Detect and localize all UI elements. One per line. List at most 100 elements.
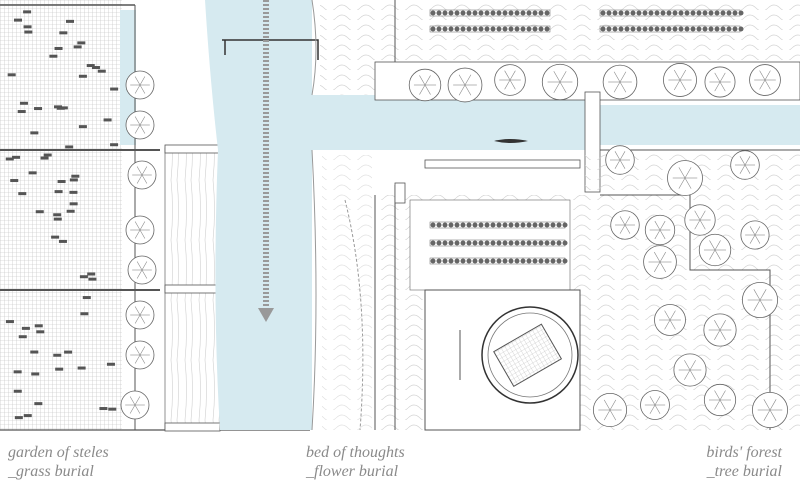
stele [24,30,33,34]
stele [18,335,27,339]
stele [103,118,112,122]
stele [19,101,28,105]
label-subtitle: _flower burial [306,463,399,480]
tree-icon [654,304,686,336]
stele [97,69,106,73]
stele [30,131,39,135]
stele [51,235,60,239]
stele [56,106,65,110]
tree-icon [541,63,579,101]
tree-icon [610,210,640,240]
stele [64,350,73,354]
stele [78,74,87,78]
stele [54,190,63,194]
planting-row [429,25,551,33]
stele [23,414,32,418]
tree-icon [602,64,638,100]
stele [80,312,89,316]
stele [88,277,97,281]
deck-strip [164,144,221,432]
tree-icon [605,145,635,175]
stele [5,157,14,161]
stele [34,402,43,406]
stele [53,217,62,221]
stele [82,296,91,300]
label-subtitle: _grass burial [8,463,94,480]
tree-icon [592,392,628,428]
stele [106,362,115,366]
stele [55,367,64,371]
stele [91,66,100,70]
tree-icon [740,220,770,250]
stele [17,110,26,114]
tree-icon [640,390,670,420]
planting-row [429,9,551,17]
stele [13,389,22,393]
tree-icon [698,233,732,267]
label-title: bed of thoughts [306,444,405,461]
tree-icon [125,300,155,330]
stele [58,239,67,243]
tree-icon [667,160,703,196]
tree-icon [703,383,737,417]
stele [108,407,117,411]
stele [77,41,86,45]
tree-icon [643,245,677,279]
stele [13,370,22,374]
stele [14,416,23,420]
stele [28,171,37,175]
stele [40,156,49,160]
stele [23,10,32,14]
tree-icon [125,70,155,100]
tree-icon [752,392,788,428]
stele [43,153,52,157]
tree-icon [408,68,442,102]
label-birds-forest: birds' forest _tree burial [706,443,782,481]
tree-icon [127,255,157,285]
stele [49,54,58,58]
stele [77,366,86,370]
stele [23,25,32,29]
tree-icon [125,110,155,140]
stele [35,210,44,214]
stele [18,192,27,196]
stele [110,143,119,147]
label-subtitle: _tree burial [706,463,782,480]
stele [78,125,87,129]
stele [66,209,75,213]
tree-icon [663,63,697,97]
tree-icon [741,281,779,319]
tree-icon [730,150,760,180]
stele [54,46,63,50]
stele [73,45,82,49]
label-title: birds' forest [706,444,782,461]
tree-icon [127,160,157,190]
label-bed-of-thoughts: bed of thoughts _flower burial [306,443,405,481]
label-garden-of-steles: garden of steles _grass burial [8,443,109,481]
bed-of-thoughts-area [311,0,395,431]
stele [65,145,74,149]
tree-icon [684,204,716,236]
stele [69,202,78,206]
tree-icon [703,313,737,347]
trees [120,63,788,428]
stele [30,350,39,354]
stele [36,330,45,334]
stele [87,272,96,276]
stele [12,155,21,159]
stele [13,18,22,22]
birds-forest-lower [374,149,800,431]
stele [69,178,78,182]
garden-of-steles-area [0,0,310,431]
tree-icon [125,215,155,245]
stele [31,372,40,376]
tree-icon [120,390,150,420]
stele [65,19,74,23]
stele [86,64,95,68]
water-channel [205,0,800,430]
tree-icon [644,214,676,246]
stele [34,107,43,111]
stele [10,179,19,183]
